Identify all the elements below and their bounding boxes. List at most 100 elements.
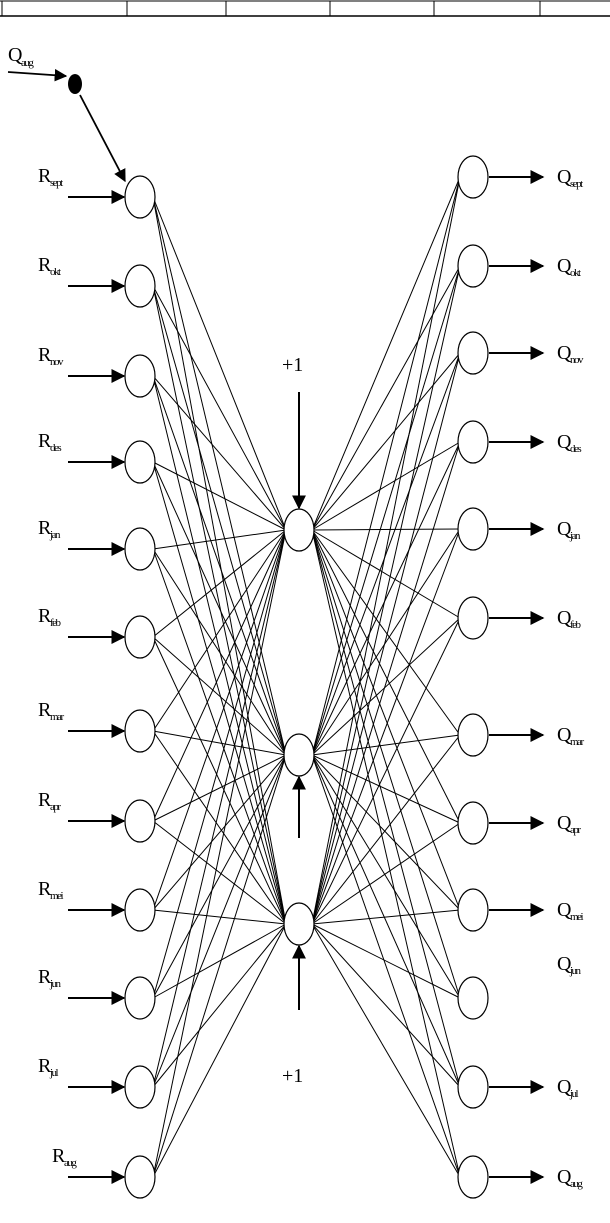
hidden-output-connection [311, 529, 461, 736]
output-label-sub: jun [569, 965, 582, 977]
input-hidden-connection [152, 730, 287, 756]
hidden-output-connection [311, 441, 461, 756]
output-label-sub: sept [570, 178, 583, 190]
hidden-output-connection [311, 528, 461, 925]
hidden-output-connection [311, 265, 461, 925]
input-node [124, 799, 156, 843]
input-label-sub: jan [49, 529, 61, 541]
input-hidden-connection [152, 820, 287, 925]
hidden-output-connection [311, 529, 461, 999]
output-node [457, 713, 489, 757]
input-hidden-connection [152, 375, 287, 531]
input-hidden-connection [152, 196, 287, 531]
output-node [457, 801, 489, 845]
output-label-sub: jul [569, 1088, 579, 1100]
input-node [124, 709, 156, 753]
hidden-output-connection [311, 617, 461, 925]
input-label-sub: nov [50, 356, 64, 368]
arrows [68, 170, 545, 1184]
bias-bottom-label: +1 [282, 1065, 303, 1087]
input-hidden-connection [152, 923, 287, 999]
hidden-output-connection [311, 265, 461, 531]
hidden-output-connection [311, 909, 461, 925]
input-hidden-connection [152, 548, 287, 925]
output-node [457, 596, 489, 640]
hidden-output-connection [311, 529, 461, 824]
output-label-sub: apr [570, 824, 581, 836]
input-hidden-connection [152, 754, 287, 911]
input-label-sub: apr [50, 801, 61, 813]
output-label-sub: nov [570, 354, 584, 366]
output-node [457, 507, 489, 551]
hidden-output-connection [311, 754, 461, 999]
input-node [124, 264, 156, 308]
input-hidden-connection [152, 754, 287, 1178]
input-hidden-connection [152, 285, 287, 531]
input-label-sub: okt [50, 266, 61, 278]
hidden-output-connection [311, 754, 461, 911]
output-node [457, 888, 489, 932]
hidden-output-connection [311, 734, 461, 756]
input-hidden-connection [152, 548, 287, 756]
output-node [457, 331, 489, 375]
hidden-output-connection [311, 529, 461, 619]
input-hidden-connection [152, 923, 287, 1088]
input-label-sub: aug [64, 1157, 77, 1169]
hidden-output-connection [311, 822, 461, 925]
hidden-output-connection [311, 923, 461, 1178]
output-label-sub: mar [570, 736, 584, 748]
output-node [457, 420, 489, 464]
hidden-output-connection [311, 923, 461, 999]
hidden-output-connection [311, 529, 461, 1178]
input-hidden-connection [152, 529, 287, 911]
feedback-input: Q aug [7, 44, 126, 183]
feedback-link-arrow [79, 94, 126, 183]
input-hidden-connection [152, 285, 287, 925]
input-node [124, 175, 156, 219]
connections [152, 176, 461, 1178]
feedback-label-sub: aug [21, 57, 34, 69]
hidden-node [283, 902, 315, 946]
output-node [457, 155, 489, 199]
hidden-output-connection [311, 176, 461, 531]
input-label-sub: feb [50, 617, 62, 629]
bias-top-label: +1 [282, 354, 303, 376]
input-hidden-connection [152, 636, 287, 925]
hidden-output-connection [311, 754, 461, 1178]
input-hidden-connection [152, 754, 287, 822]
input-node [124, 527, 156, 571]
input-hidden-connection [152, 754, 287, 1088]
output-label-sub: mei [570, 911, 583, 923]
input-hidden-connection [152, 529, 287, 732]
hidden-output-connection [311, 529, 461, 911]
hidden-output-connection [311, 754, 461, 824]
input-hidden-connection [152, 754, 287, 999]
hidden-output-connection [311, 352, 461, 925]
hidden-output-connection [311, 528, 461, 531]
hidden-output-connection [311, 441, 461, 531]
input-label-sub: sept [50, 177, 63, 189]
input-node [124, 440, 156, 484]
hidden-output-connection [311, 754, 461, 1088]
hidden-node [283, 508, 315, 552]
output-label-sub: okt [570, 267, 581, 279]
input-hidden-connection [152, 529, 287, 822]
input-node [124, 354, 156, 398]
hidden-output-connection [311, 265, 461, 756]
input-hidden-connection [152, 196, 287, 756]
hidden-output-connection [311, 176, 461, 925]
input-label-sub: mar [50, 711, 64, 723]
input-hidden-connection [152, 461, 287, 531]
hidden-output-connection [311, 352, 461, 531]
input-hidden-connection [152, 461, 287, 756]
input-hidden-connection [152, 636, 287, 756]
hidden-output-connection [311, 528, 461, 756]
output-node [457, 976, 489, 1020]
input-label-sub: jun [49, 978, 62, 990]
input-hidden-connection [152, 196, 287, 925]
input-node [124, 1065, 156, 1109]
hidden-output-connection [311, 529, 461, 1088]
output-node [457, 1065, 489, 1109]
